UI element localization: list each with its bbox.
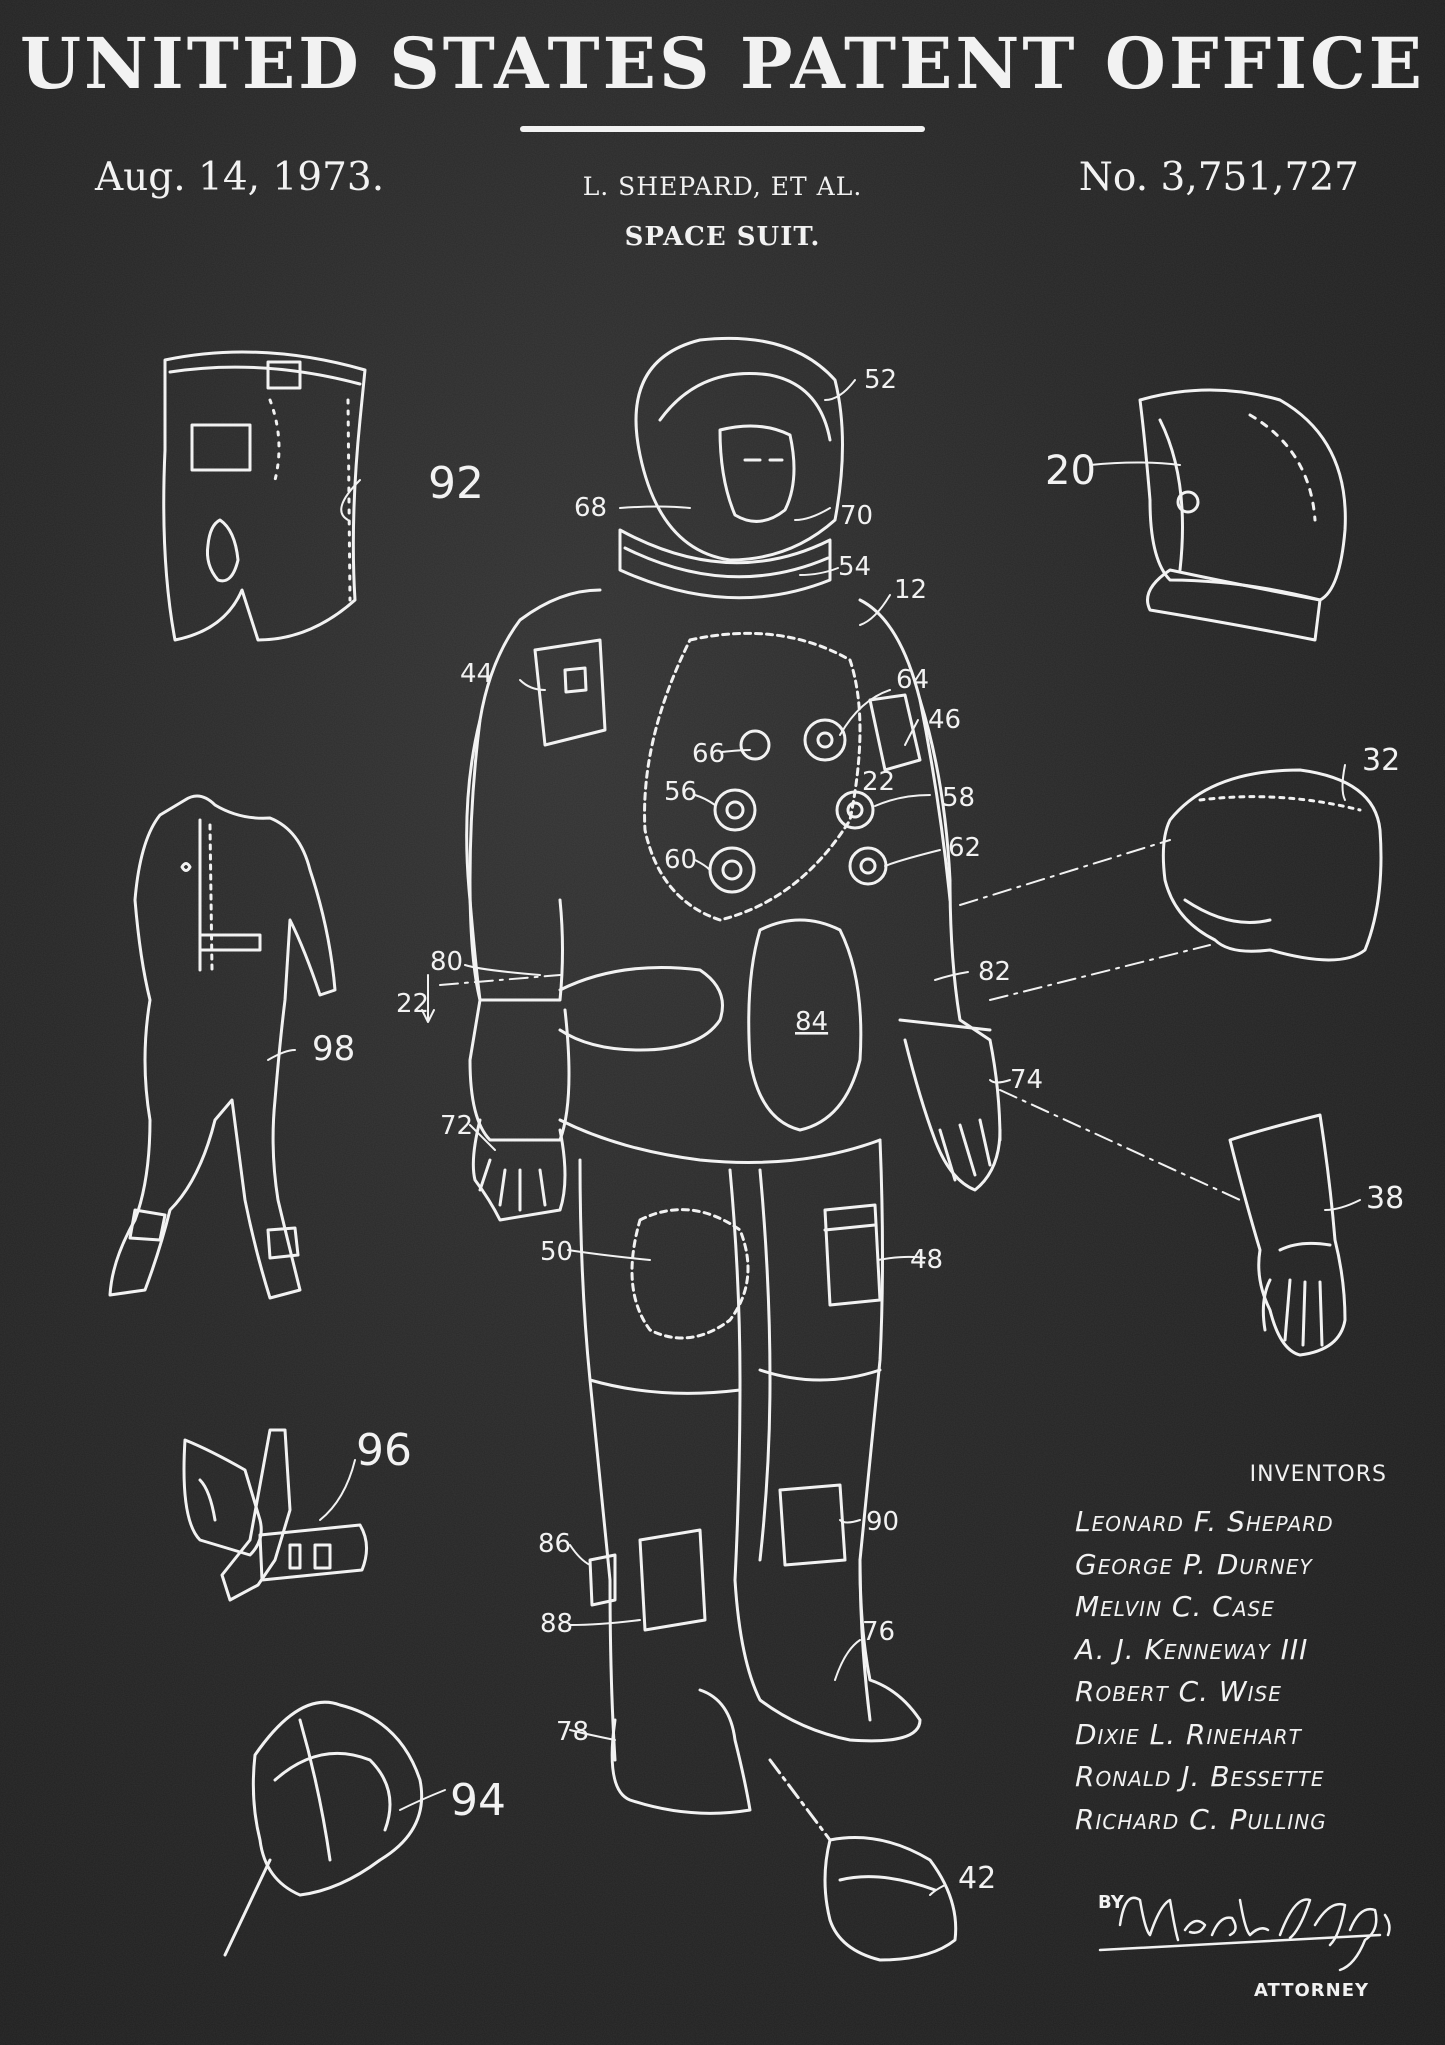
ref-80: 80 — [430, 947, 463, 977]
construction-lines — [439, 839, 1241, 1201]
ref-64: 64 — [896, 665, 929, 695]
patent-title: SPACE SUIT. — [624, 222, 821, 252]
ref-44: 44 — [460, 659, 493, 689]
by-label: BY — [1098, 1892, 1124, 1913]
ref-50: 50 — [540, 1237, 573, 1267]
patent-inventor-short: L. SHEPARD, ET AL. — [582, 172, 863, 201]
ref-52: 52 — [864, 365, 897, 395]
helmet-sketch — [1138, 388, 1347, 642]
ref-66: 66 — [692, 739, 725, 769]
leader-lines — [267, 379, 1361, 1896]
inventors-heading: INVENTORS — [1249, 1462, 1387, 1487]
ref-20: 20 — [1045, 448, 1096, 494]
patent-date: Aug. 14, 1973. — [95, 155, 385, 200]
ref-46: 46 — [928, 705, 961, 735]
inventor-name: Melvin C. Case — [1075, 1590, 1275, 1623]
attorney-label: ATTORNEY — [1254, 1980, 1370, 2001]
hood-sketch — [1161, 768, 1383, 962]
ref-82: 82 — [978, 957, 1011, 987]
inventor-name: A. J. Kenneway III — [1075, 1632, 1309, 1666]
ref-60: 60 — [664, 845, 697, 875]
inventor-name: George P. Durney — [1075, 1547, 1313, 1581]
ref-58: 58 — [942, 783, 975, 813]
ref-68: 68 — [574, 493, 607, 523]
ref-78: 78 — [556, 1717, 589, 1747]
title-underline — [520, 126, 925, 132]
pants-sketch — [162, 350, 367, 642]
patent-number: No. 3,751,727 — [1078, 155, 1359, 200]
inventor-name: Robert C. Wise — [1075, 1675, 1282, 1708]
inventor-name: Ronald J. Bessette — [1075, 1760, 1325, 1793]
ref-88: 88 — [540, 1609, 573, 1639]
ref-70: 70 — [840, 501, 873, 531]
ref-98: 98 — [312, 1029, 355, 1069]
ref-38: 38 — [1366, 1181, 1404, 1216]
ref-86: 86 — [538, 1529, 571, 1559]
glove-sketch — [1228, 1113, 1347, 1357]
ref-94: 94 — [450, 1775, 506, 1826]
section-arrows — [421, 974, 435, 1023]
reference-numerals: 92 98 96 94 52 68 70 54 12 20 44 64 46 6… — [312, 365, 1404, 1896]
attorney-signature — [1098, 1896, 1391, 1972]
ref-22-chest: 22 — [862, 767, 895, 797]
office-title: UNITED STATES PATENT OFFICE — [19, 22, 1426, 105]
ref-90: 90 — [866, 1507, 899, 1537]
ref-48: 48 — [910, 1245, 943, 1275]
belt-sketch — [182, 1428, 368, 1602]
cap-sketch — [223, 1700, 424, 1957]
ref-54: 54 — [838, 552, 871, 582]
inventor-list: Leonard F. Shepard George P. Durney Melv… — [1075, 1501, 1415, 1841]
inventor-name: Richard C. Pulling — [1075, 1802, 1327, 1836]
ref-96: 96 — [356, 1425, 412, 1476]
ref-22-section: 22 — [396, 989, 429, 1019]
ref-56: 56 — [664, 777, 697, 807]
ref-84: 84 — [795, 1007, 828, 1037]
astronaut-figure — [465, 336, 1002, 1962]
ref-32: 32 — [1362, 743, 1400, 778]
ref-12: 12 — [894, 575, 927, 605]
undersuit-sketch — [108, 794, 337, 1300]
ref-76: 76 — [862, 1617, 895, 1647]
inventor-name: Dixie L. Rinehart — [1075, 1717, 1302, 1751]
ref-42: 42 — [958, 1861, 996, 1896]
inventor-name: Leonard F. Shepard — [1075, 1505, 1334, 1538]
inventors-block: INVENTORS Leonard F. Shepard George P. D… — [1065, 1462, 1415, 1841]
ref-74: 74 — [1010, 1065, 1043, 1095]
ref-72: 72 — [440, 1111, 473, 1141]
ref-92: 92 — [428, 458, 484, 509]
ref-62: 62 — [948, 833, 981, 863]
